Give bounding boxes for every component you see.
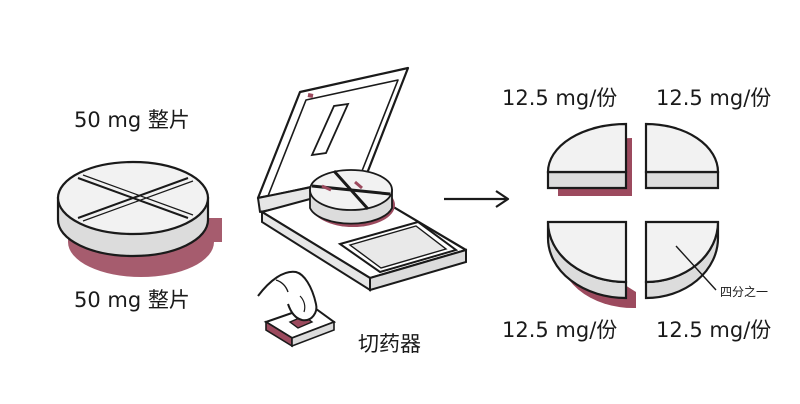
quarter-callout-label: 四分之一 bbox=[720, 285, 769, 299]
quarter-label-top-left: 12.5 mg/份 bbox=[502, 86, 618, 110]
quarter-label-bottom-right: 12.5 mg/份 bbox=[656, 318, 772, 342]
quarter-tablet-icon bbox=[644, 220, 720, 300]
pill-cutter-label: 切药器 bbox=[358, 332, 421, 356]
arrow-right-icon bbox=[444, 190, 510, 208]
callout-line bbox=[675, 245, 717, 291]
quarter-tablet-icon bbox=[546, 122, 632, 196]
hand-icon bbox=[257, 270, 337, 348]
whole-tablet-icon bbox=[56, 160, 222, 277]
whole-tablet-label-bottom: 50 mg 整片 bbox=[74, 288, 190, 312]
quarter-label-bottom-left: 12.5 mg/份 bbox=[502, 318, 618, 342]
whole-tablet-label-top: 50 mg 整片 bbox=[74, 108, 190, 132]
quarter-label-top-right: 12.5 mg/份 bbox=[656, 86, 772, 110]
quarter-tablet-icon bbox=[644, 122, 720, 190]
quarter-tablet-icon bbox=[546, 220, 636, 309]
pill-cutter-icon bbox=[256, 66, 468, 292]
